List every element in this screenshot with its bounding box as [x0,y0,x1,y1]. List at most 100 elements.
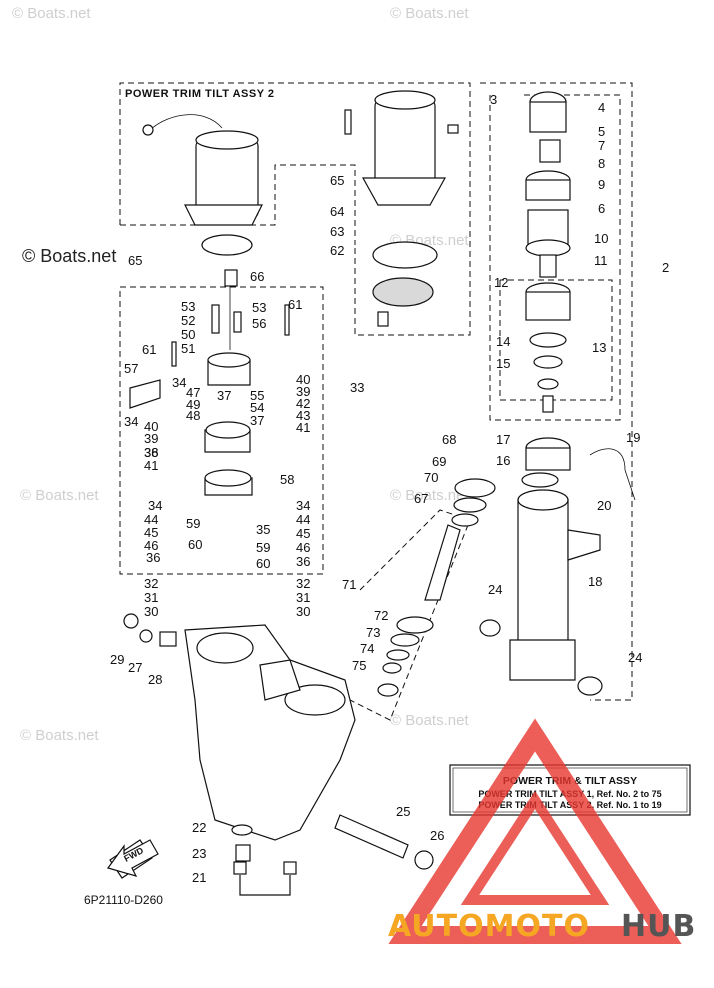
callout-label: 34 [124,414,138,429]
callout-label: 18 [588,574,602,589]
brand-inner-triangle-icon [460,790,610,905]
callout-label: 26 [430,828,444,843]
callout-label: 41 [144,458,158,473]
callout-label: 27 [128,660,142,675]
callout-label: 48 [186,408,200,423]
callout-label: 14 [496,334,510,349]
brand-text-secondary: HUB [621,909,696,944]
callout-label: 53 [181,299,195,314]
callout-label: 60 [188,537,202,552]
callout-label: 9 [598,177,605,192]
trim-motor-left [142,114,263,256]
callout-label: 3 [490,92,497,107]
callout-label: 8 [598,156,605,171]
callout-label: 7 [598,138,605,153]
callout-label: 19 [626,430,640,445]
callout-label: 45 [296,526,310,541]
callout-label: 31 [296,590,310,605]
callout-label: 31 [144,590,158,605]
callout-label: 25 [396,804,410,819]
callout-label: 67 [414,491,428,506]
callout-label: 37 [217,388,231,403]
callout-label: 12 [494,275,508,290]
callout-label: 56 [252,316,266,331]
callout-label: 44 [296,512,310,527]
callout-label: 61 [142,342,156,357]
callout-label: 37 [250,413,264,428]
callout-label: 62 [330,243,344,258]
watermark-text: © Boats.net [390,712,469,729]
callout-label: 13 [592,340,606,355]
callout-label: 49 [186,397,200,412]
callout-label: 45 [144,525,158,540]
callout-label: 50 [181,327,195,342]
watermark-text: © Boats.net [20,487,99,504]
callout-label: 73 [366,625,380,640]
callout-label: 33 [350,380,364,395]
callout-label: 34 [296,498,310,513]
callout-label: 65 [128,253,142,268]
callout-label: 46 [296,540,310,555]
callout-label: 53 [252,300,266,315]
callout-label: 29 [110,652,124,667]
callout-label: 35 [256,522,270,537]
callout-label: 71 [342,577,356,592]
watermark-text: © Boats.net [12,5,91,22]
callout-label: 68 [442,432,456,447]
callout-label: 38 [144,445,158,460]
callout-label: 58 [280,472,294,487]
callout-label: 4 [598,100,605,115]
brand-logo [388,718,682,944]
callout-label: 44 [144,512,158,527]
callout-label: 47 [186,385,200,400]
callout-label: 46 [144,538,158,553]
watermark-text-dark: © Boats.net [22,246,116,266]
callout-label: 63 [330,224,344,239]
callout-label: 6 [598,201,605,216]
callout-label: 36 [144,445,158,460]
callout-label: 34 [172,375,186,390]
callout-label: 22 [192,820,206,835]
callout-label: 72 [374,608,388,623]
pump-valve-stack [129,269,290,496]
callout-label: 52 [181,313,195,328]
brand-triangle-icon [388,718,682,944]
callout-label: 28 [148,672,162,687]
callout-label: 23 [192,846,206,861]
callout-label: 40 [144,419,158,434]
callout-label: 21 [192,870,206,885]
callout-label: 74 [360,641,374,656]
watermark-text: © Boats.net [390,5,469,22]
callout-label: 43 [296,408,310,423]
group-box-title: POWER TRIM TILT ASSY 2 [125,88,275,100]
callout-label: 70 [424,470,438,485]
callout-label: 36 [146,550,160,565]
callout-label: 55 [250,388,264,403]
manifold-bracket [159,624,356,841]
callout-label: 24 [628,650,642,665]
callout-label: 75 [352,658,366,673]
callout-label: 65 [330,173,344,188]
callout-label: 32 [296,576,310,591]
piston-rod [377,478,496,697]
callout-label: 60 [256,556,270,571]
callout-label: 69 [432,454,446,469]
brand-text-primary: AUTOMOTO [388,909,590,944]
callout-label: 59 [256,540,270,555]
callout-label: 32 [144,576,158,591]
callout-label: 42 [296,396,310,411]
callout-label: 39 [144,431,158,446]
diagram-code: 6P21110-D260 [84,893,163,907]
callout-label: 34 [148,498,162,513]
trim-motor-center [344,90,459,327]
callout-label: 66 [250,269,264,284]
callout-label: 64 [330,204,344,219]
callout-label: 24 [488,582,502,597]
callout-label: 11 [594,253,608,268]
callout-label: 36 [296,554,310,569]
watermark-text: © Boats.net [20,727,99,744]
callout-numbers: 1 2 3 4 5 7 8 9 6 10 11 12 13 14 15 16 1… [110,92,669,885]
callout-label: 40 [296,372,310,387]
